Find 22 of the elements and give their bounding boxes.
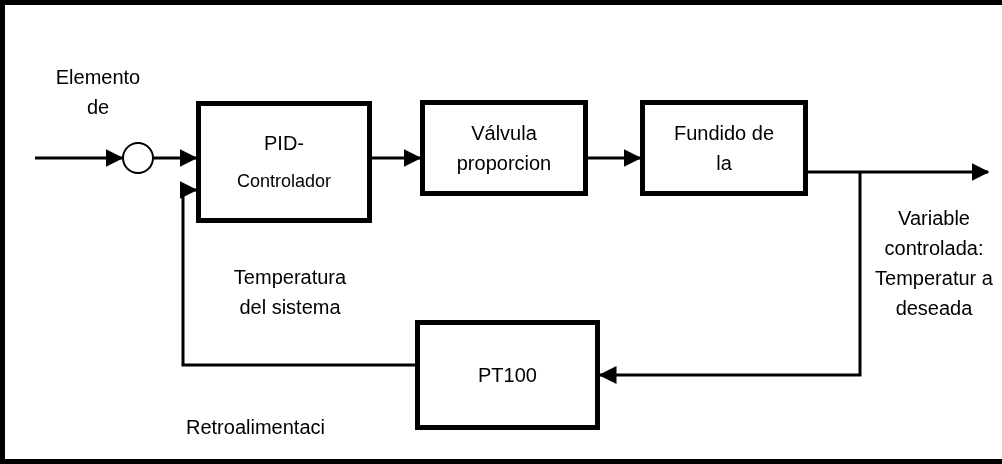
box-text: PID- — [264, 131, 304, 156]
box-text: PT100 — [478, 363, 537, 388]
signal-label: Variable controlada: Temperatur a deseada — [874, 206, 994, 321]
arrow — [154, 149, 198, 167]
connector-line — [808, 170, 860, 174]
summing-junction — [122, 142, 154, 174]
signal-label: Retroalimentaci — [186, 415, 326, 440]
arrow — [35, 149, 124, 167]
arrow — [588, 149, 642, 167]
process-box — [415, 320, 600, 430]
box-text: Fundido de la — [672, 121, 776, 176]
process-box — [640, 100, 808, 196]
process-box — [420, 100, 588, 196]
box-text: Válvula proporcion — [455, 121, 553, 176]
signal-label: Elemento de — [54, 65, 142, 120]
signal-label: Temperatura del sistema — [232, 265, 348, 320]
arrow — [372, 149, 422, 167]
box-text: Controlador — [236, 170, 332, 193]
process-box — [196, 101, 372, 223]
arrow — [860, 163, 990, 181]
arrow — [179, 181, 415, 367]
arrow — [598, 172, 862, 384]
